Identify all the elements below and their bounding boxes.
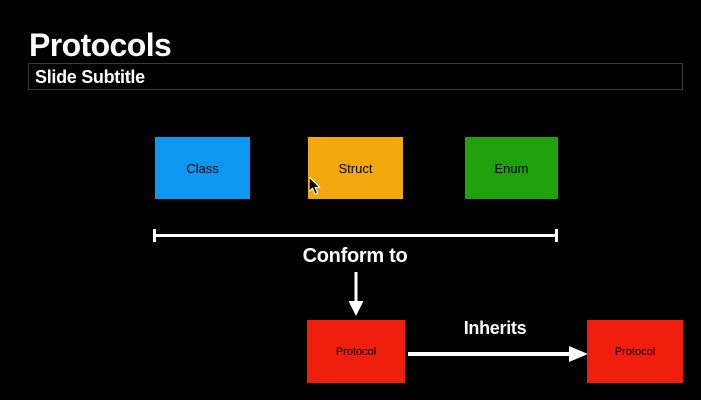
arrow-right-icon [408,346,588,362]
slide-subtitle: Slide Subtitle [35,67,145,87]
arrow-down-icon [348,272,364,316]
conform-to-label: Conform to [302,245,408,267]
struct-box[interactable]: Struct [308,137,403,199]
bracket-right-cap [555,229,558,242]
protocol-box-right-label: Protocol [614,345,656,358]
subtitle-placeholder-box[interactable]: Slide Subtitle [28,63,683,90]
struct-box-label: Struct [338,160,373,176]
protocol-box-right[interactable]: Protocol [587,320,683,383]
inherits-arrow [408,344,588,364]
protocol-box-left-label: Protocol [335,345,377,358]
inherits-label: Inherits [463,318,527,338]
class-box[interactable]: Class [155,137,250,199]
enum-box-label: Enum [494,160,529,176]
protocol-box-left[interactable]: Protocol [307,320,405,383]
conform-to-bracket [153,229,558,242]
class-box-label: Class [186,160,219,176]
page-title: Protocols [29,27,172,63]
bracket-bar [153,234,558,237]
enum-box[interactable]: Enum [465,137,558,199]
conform-to-arrow [345,272,367,316]
